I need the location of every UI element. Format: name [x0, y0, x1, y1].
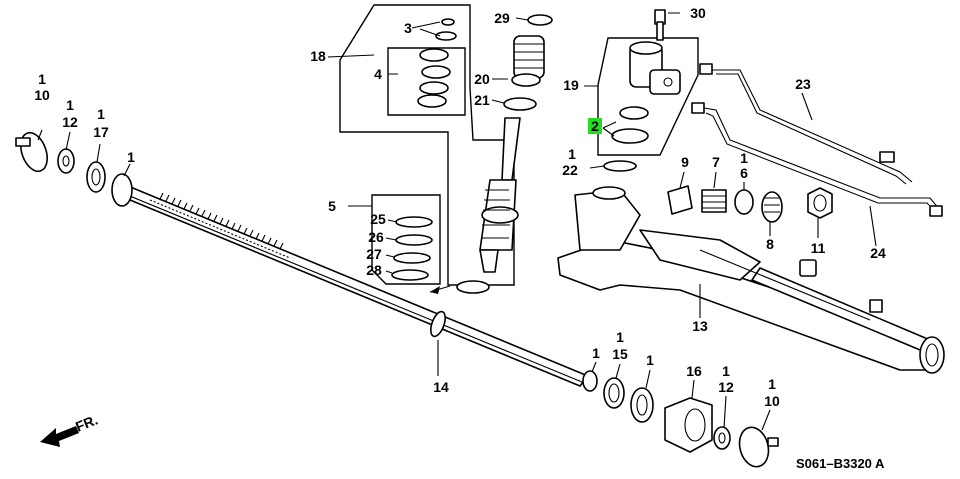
callout-29: 29 [494, 10, 510, 26]
callout-1-f: 1 [592, 345, 600, 361]
callout-14: 14 [433, 379, 449, 395]
pipe-23 [699, 63, 913, 185]
clamp-band-right [738, 426, 779, 468]
valve-pinion [479, 117, 521, 273]
callout-28: 28 [366, 262, 382, 278]
callout-2: 2 [591, 118, 599, 134]
callout-3: 3 [404, 20, 412, 36]
callout-1-e: 1 [740, 150, 748, 166]
direction-label: FR. [73, 411, 100, 434]
callout-12-top: 12 [62, 114, 78, 130]
bearing-right [630, 387, 654, 423]
dust-boot-29 [527, 14, 553, 26]
bolt-30 [654, 9, 666, 41]
pipe-24 [691, 102, 943, 217]
bushing-right [713, 426, 731, 450]
spring-7 [701, 189, 727, 213]
callout-labels: 1 10 1 12 1 17 1 18 3 4 29 20 21 5 25 26… [34, 5, 886, 409]
callout-12-bottom: 12 [718, 379, 734, 395]
callout-18: 18 [310, 48, 326, 64]
clamp-band-left [15, 131, 48, 173]
rack-teeth [159, 192, 284, 250]
callout-19: 19 [563, 77, 579, 93]
callout-25: 25 [370, 211, 386, 227]
seal-17 [86, 161, 106, 193]
callout-27: 27 [366, 246, 382, 262]
callout-1-c: 1 [127, 149, 135, 165]
frame-seal-kit [371, 194, 441, 285]
callout-30: 30 [690, 5, 706, 21]
diagram-code: S061–B3320 A [796, 456, 885, 471]
leader-lines [37, 12, 877, 431]
callout-1-top-left: 1 [38, 71, 46, 87]
callout-4: 4 [374, 66, 382, 82]
frame-valve-seals [387, 47, 466, 116]
callout-10-bottom: 10 [764, 393, 780, 409]
tie-rod-shaft [116, 177, 589, 387]
valve-seal-stack [417, 18, 457, 108]
callout-20: 20 [474, 71, 490, 87]
callout-1-d: 1 [568, 146, 576, 162]
callout-23: 23 [795, 76, 811, 92]
callout-24: 24 [870, 245, 886, 261]
callout-1-g: 1 [616, 329, 624, 345]
front-direction-arrow: FR. [40, 411, 100, 447]
callout-11: 11 [811, 240, 826, 256]
callout-6: 6 [740, 165, 748, 181]
highlight-part-2 [588, 118, 602, 134]
seal-21 [503, 97, 537, 111]
callout-8: 8 [766, 236, 774, 252]
callout-17: 17 [93, 124, 109, 140]
callout-9: 9 [681, 154, 689, 170]
seal-20 [511, 73, 541, 87]
callout-16: 16 [686, 363, 702, 379]
callout-15: 15 [612, 346, 628, 362]
o-ring-kit [391, 216, 433, 281]
adjuster-8 [761, 191, 783, 223]
callout-22: 22 [562, 162, 578, 178]
gasket-lower [429, 280, 490, 294]
callout-26: 26 [368, 229, 384, 245]
callout-1-b: 1 [97, 106, 105, 122]
callout-7: 7 [712, 154, 720, 170]
valve-spring-boot [513, 35, 545, 79]
callout-1-a: 1 [66, 97, 74, 113]
gear-housing [557, 186, 945, 374]
callout-1-h: 1 [646, 352, 654, 368]
callout-10-top: 10 [34, 87, 50, 103]
o-ring-6 [734, 189, 754, 215]
rack-guide-9 [667, 185, 693, 215]
seal-15-ring [582, 370, 598, 392]
bushing-left [57, 148, 75, 174]
seal-22 [603, 160, 637, 172]
frame-valve-body [597, 37, 699, 156]
seal-1-left [111, 173, 133, 207]
callout-13: 13 [692, 318, 708, 334]
valve-body [611, 41, 681, 144]
lock-nut-11 [807, 187, 833, 219]
callout-1-j: 1 [768, 376, 776, 392]
cylinder-end-16 [664, 397, 713, 453]
callout-1-i: 1 [722, 363, 730, 379]
frame-valve-assembly [339, 4, 515, 286]
callout-5: 5 [328, 198, 336, 214]
seal-15 [603, 377, 625, 409]
callout-21: 21 [474, 92, 490, 108]
